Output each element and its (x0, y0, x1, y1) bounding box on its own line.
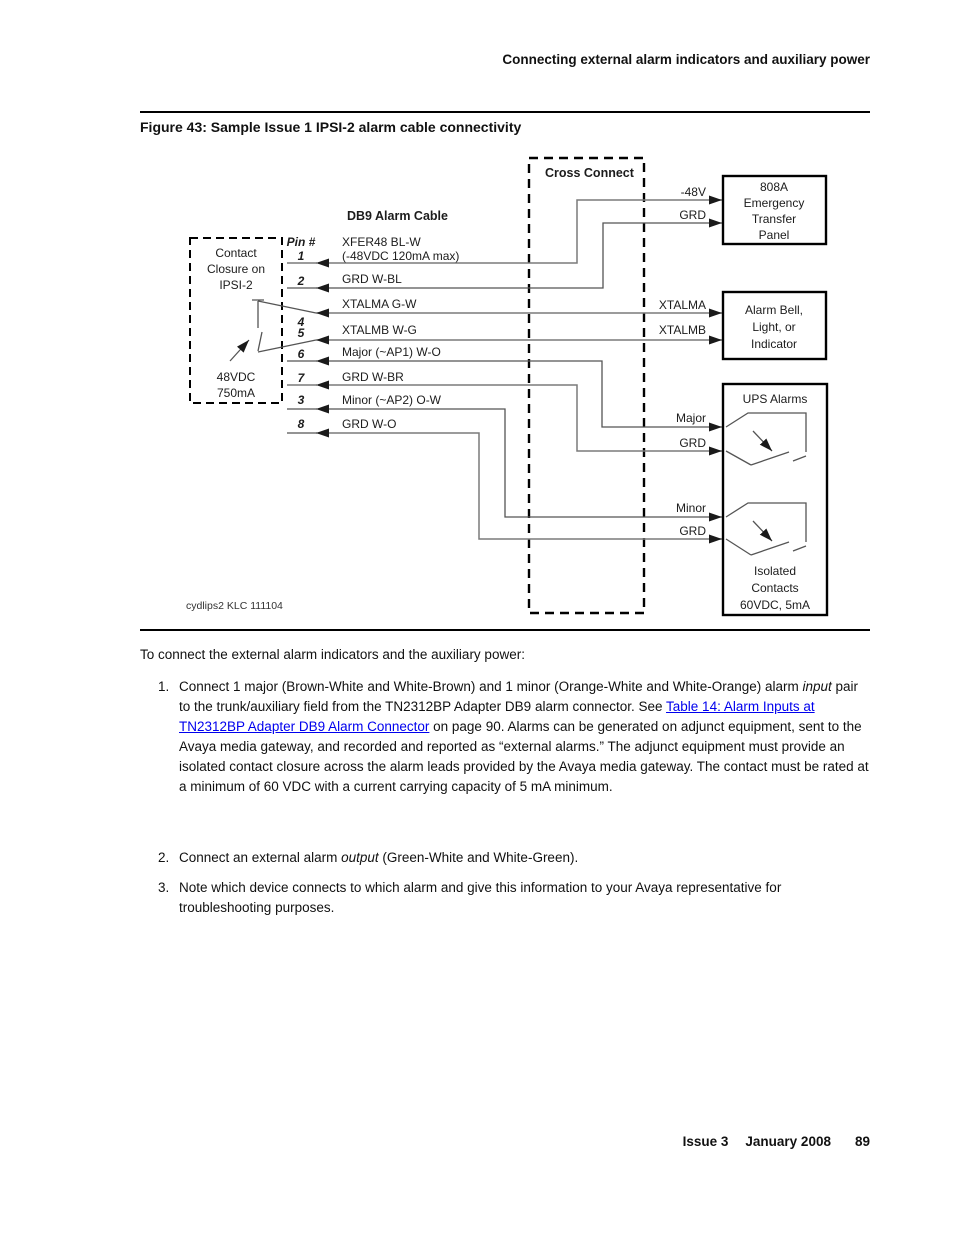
major-actuator-arrow (752, 430, 773, 452)
major-grd-lead (725, 450, 752, 466)
pin-number-8: 8 (298, 417, 305, 431)
bell-line1: Alarm Bell, (745, 303, 803, 317)
wire-label-grd-wbl: GRD W-BL (342, 272, 402, 286)
switch-blade (257, 331, 263, 352)
etp-808a-box (721, 174, 828, 246)
bell-line3: Indicator (751, 337, 797, 351)
wire-label-xtalmb-wg: XTALMB W-G (342, 323, 417, 337)
conn-label-minor-grd: GRD (679, 524, 706, 538)
contact-closure-line1: Contact (215, 246, 257, 260)
wire-label-xfer48-sub: (-48VDC 120mA max) (342, 249, 459, 263)
ups-isolated-line1: Isolated (754, 564, 796, 578)
pin-number-5: 5 (298, 326, 305, 340)
cross-connect-label: Cross Connect (545, 166, 635, 180)
etp-line1: 808A (760, 180, 788, 194)
major-contact-rail (725, 412, 807, 462)
contact-closure-line2: Closure on (207, 262, 265, 276)
etp-line3: Transfer (752, 212, 796, 226)
rating-current: 750mA (217, 386, 255, 400)
text-run: (Green-White and White-Green). (378, 850, 579, 865)
bell-line2: Light, or (752, 320, 795, 334)
bottom-rule (140, 629, 870, 632)
wire-pin8-grd (316, 428, 722, 544)
wire-label-grd-wo: GRD W-O (342, 417, 396, 431)
alarm-cable-diagram: Cross Connect DB9 Alarm Cable Contact Cl… (186, 156, 829, 617)
list-number: 2. (158, 850, 170, 865)
pin-number-1: 1 (298, 249, 305, 263)
rating-voltage: 48VDC (217, 370, 256, 384)
pin-number-6: 6 (298, 347, 305, 361)
list-text: Connect 1 major (Brown-White and White-B… (179, 677, 869, 797)
ups-major-contact-symbol (725, 412, 807, 466)
figure-title: Figure 43: Sample Issue 1 IPSI-2 alarm c… (140, 119, 522, 135)
text-run: Connect 1 major (Brown-White and White-B… (179, 679, 803, 694)
ups-isolated-line2: Contacts (751, 581, 798, 595)
etp-line4: Panel (759, 228, 790, 242)
page-footer: Issue 3 January 2008 89 (140, 1134, 870, 1149)
list-text: Connect an external alarm output (Green-… (179, 848, 869, 868)
text-run: on page 90. Alarms can be generated on a… (179, 719, 869, 794)
wire-pin2-grd (316, 218, 722, 293)
ups-isolated-line3: 60VDC, 5mA (740, 598, 810, 612)
wire-label-minor-ow: Minor (~AP2) O-W (342, 393, 442, 407)
ups-alarms-box (721, 382, 829, 617)
top-rule (140, 111, 870, 114)
text-run: Note which device connects to which alar… (179, 880, 782, 915)
contact-closure-line3: IPSI-2 (219, 278, 253, 292)
wire-label-grd-wbr: GRD W-BR (342, 370, 404, 384)
text-run: Connect an external alarm (179, 850, 342, 865)
conn-label-xtalmb: XTALMB (659, 323, 706, 337)
pin-number-3: 3 (298, 393, 305, 407)
db9-cable-label: DB9 Alarm Cable (347, 209, 448, 223)
wires (287, 195, 722, 544)
footer-issue: Issue 3 (682, 1134, 729, 1149)
list-item-3: 3. Note which device connects to which a… (158, 878, 870, 918)
major-contact-blade (750, 451, 790, 466)
conn-label-neg48: -48V (681, 185, 706, 199)
minor-actuator-arrow (752, 520, 773, 542)
list-number: 1. (158, 679, 170, 694)
list-item-2: 2. Connect an external alarm output (Gre… (158, 848, 870, 868)
minor-contact-blade (750, 541, 790, 556)
conn-label-minor: Minor (676, 501, 706, 515)
conn-label-major-grd: GRD (679, 436, 706, 450)
ipsi2-switch-symbol (229, 299, 317, 362)
footer-page-number: 89 (854, 1134, 870, 1149)
text-run-italic: output (341, 850, 379, 865)
pin-number-4: 4 (297, 315, 305, 329)
minor-contact-rail (725, 502, 807, 552)
running-header: Connecting external alarm indicators and… (502, 52, 870, 67)
pin-header: Pin # (287, 235, 316, 249)
footer-date: January 2008 (745, 1134, 831, 1149)
wire-label-xtalma-gw: XTALMA G-W (342, 297, 417, 311)
list-text: Note which device connects to which alar… (179, 878, 869, 918)
conn-label-major: Major (676, 411, 706, 425)
conn-label-xtalma: XTALMA (659, 298, 706, 312)
ipsi2-contact-closure-box (189, 237, 283, 404)
text-run-italic: input (802, 679, 832, 694)
list-item-1: 1. Connect 1 major (Brown-White and Whit… (158, 677, 870, 797)
etp-line2: Emergency (744, 196, 805, 210)
wire-label-major-wo: Major (~AP1) W-O (342, 345, 441, 359)
intro-paragraph: To connect the external alarm indicators… (140, 647, 525, 662)
conn-label-neg48-grd: GRD (679, 208, 706, 222)
alarm-bell-box (721, 290, 828, 361)
pin-number-7: 7 (298, 371, 306, 385)
ups-title: UPS Alarms (743, 392, 808, 406)
text-run: pair to the trunk/auxiliary field from t… (179, 679, 859, 714)
switch-lower-lead (257, 339, 317, 353)
ups-minor-contact-symbol (725, 502, 807, 556)
pin-number-2: 2 (297, 274, 305, 288)
minor-grd-lead (725, 538, 752, 556)
figure-code: cydlips2 KLC 111104 (186, 600, 283, 612)
switch-upper-lead (252, 299, 317, 328)
table14-cross-reference-link[interactable]: Table 14: Alarm Inputs at TN2312BP Adapt… (179, 699, 815, 734)
list-number: 3. (158, 880, 170, 895)
wire-label-xfer48: XFER48 BL-W (342, 235, 421, 249)
switch-actuator-arrow (229, 339, 250, 362)
